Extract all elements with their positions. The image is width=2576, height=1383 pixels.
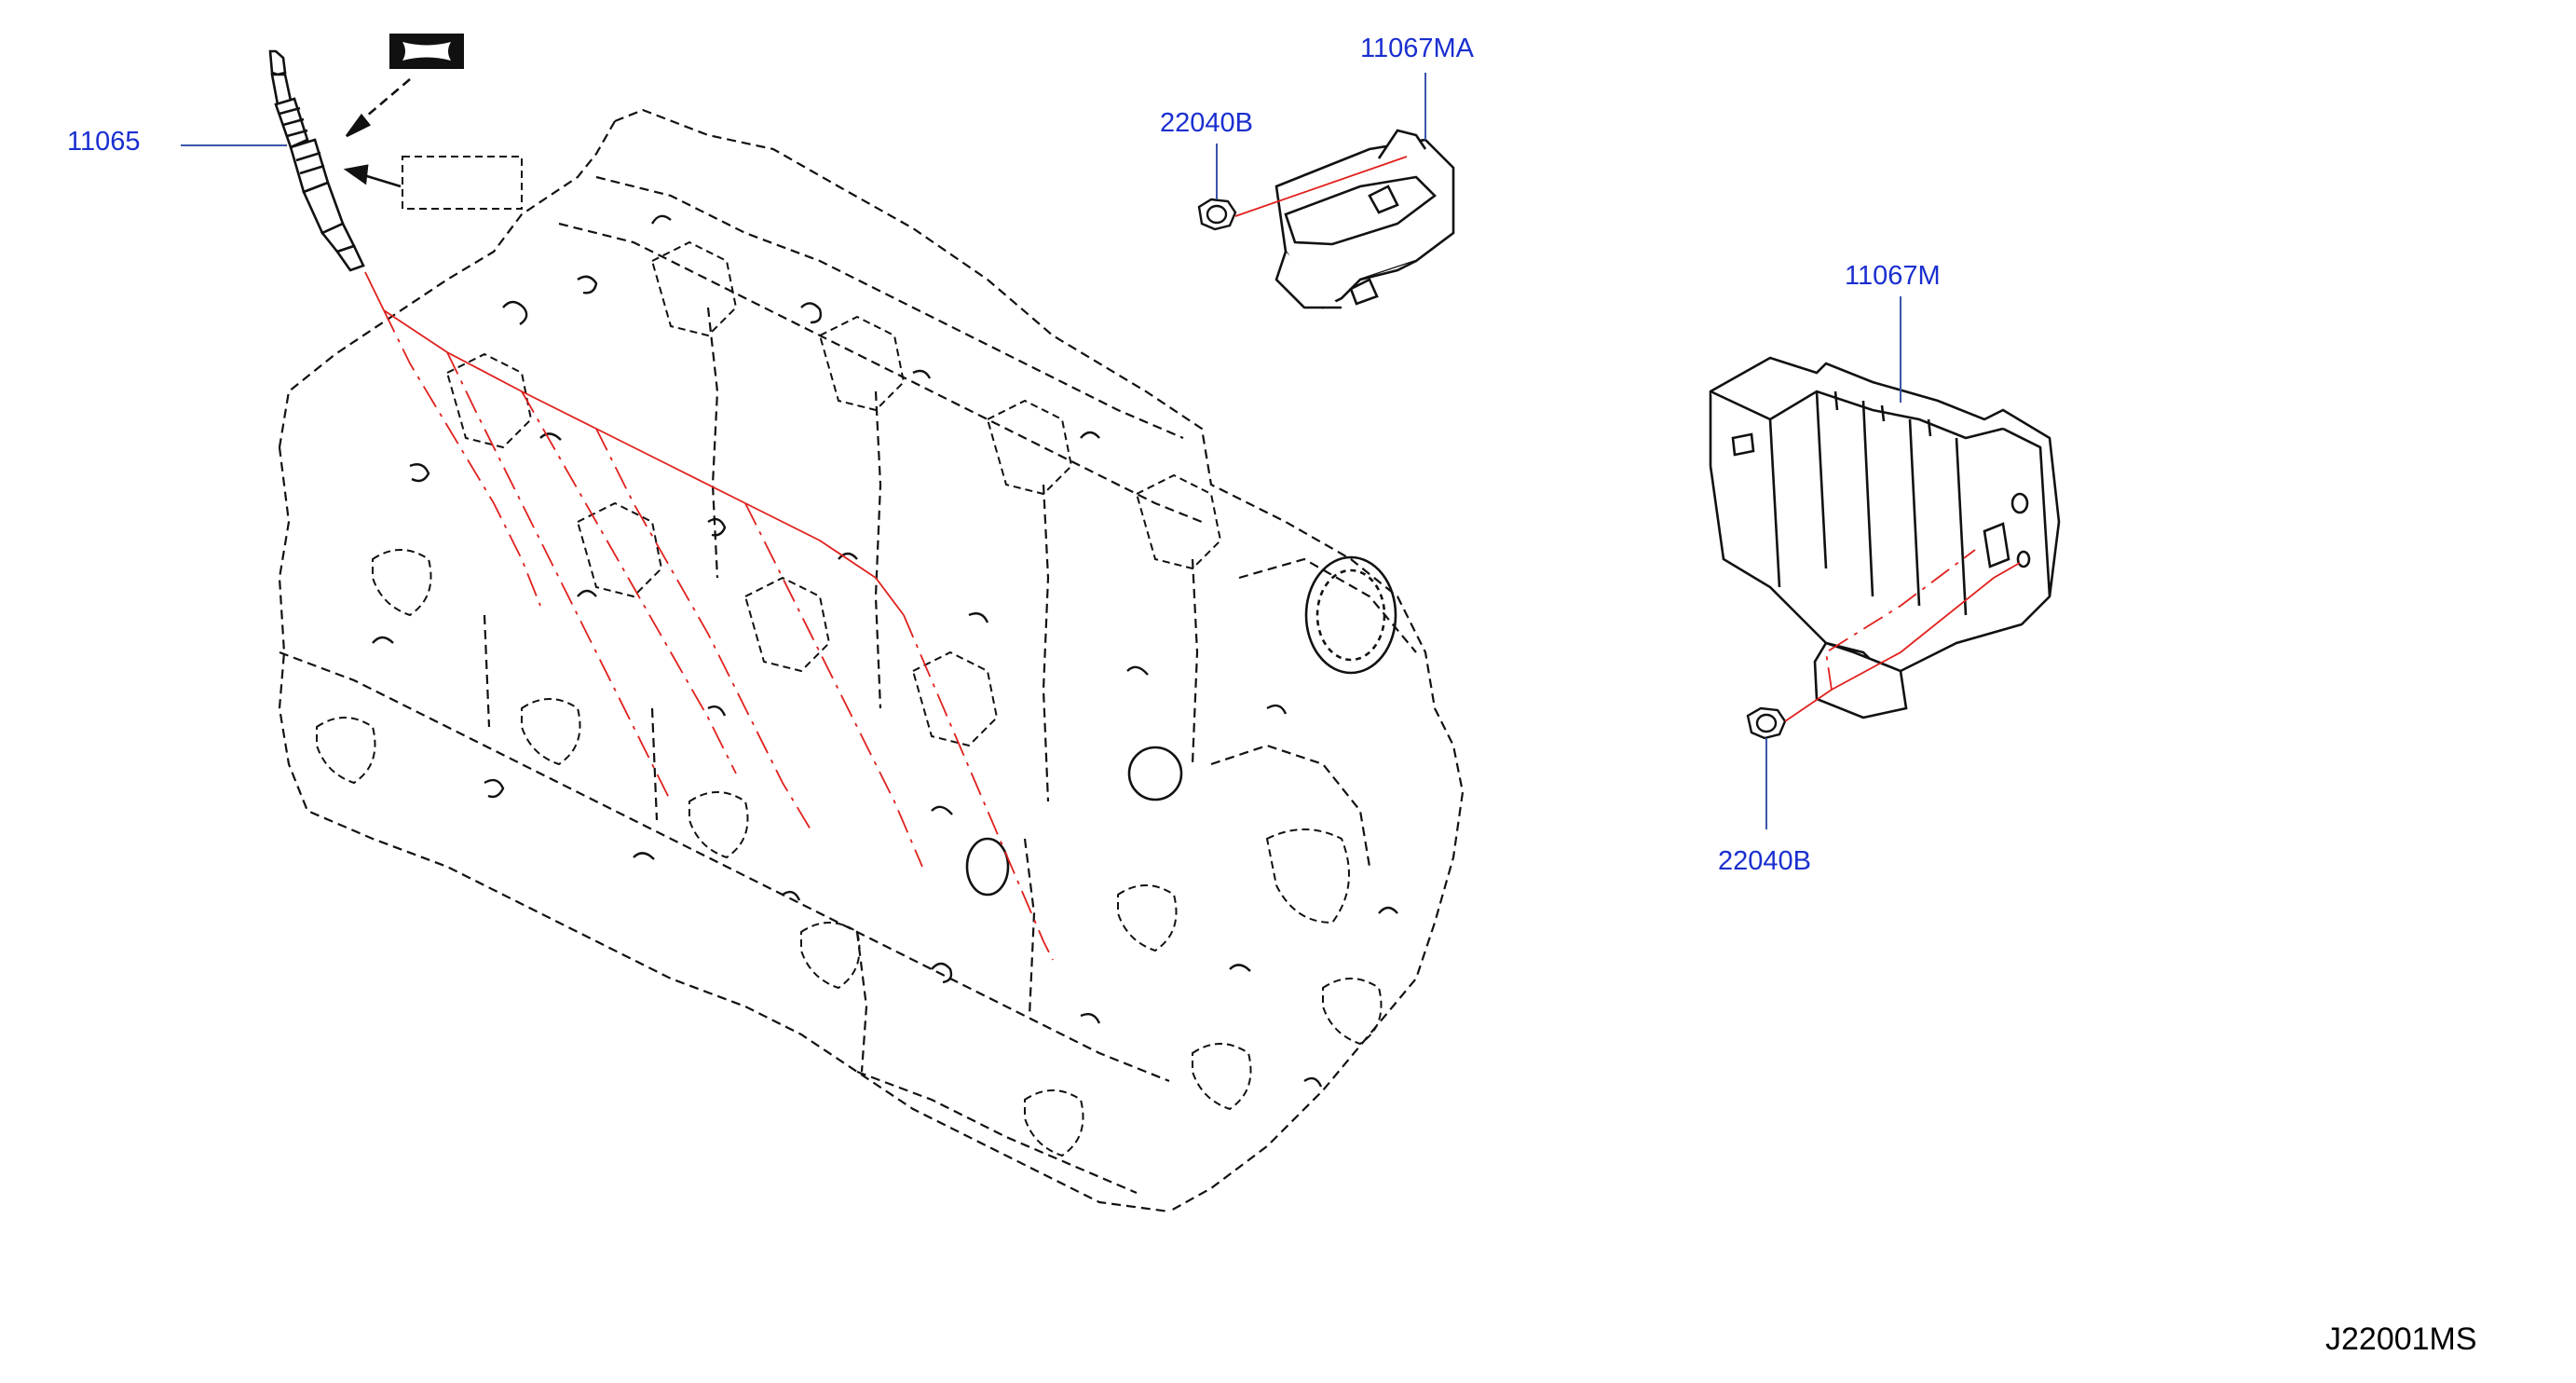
glow-controller-part[interactable] bbox=[1709, 356, 2061, 719]
note-arrow-lower bbox=[343, 164, 402, 188]
diagram-code: J22001MS bbox=[2325, 1321, 2477, 1357]
glow-plug-part[interactable] bbox=[268, 49, 365, 272]
callout-11067m[interactable]: 11067M bbox=[1845, 261, 1941, 291]
engine-block-outline bbox=[278, 108, 1465, 1213]
callout-leaders bbox=[181, 73, 1901, 829]
engine-head-detail bbox=[316, 240, 1383, 1157]
callout-11067ma[interactable]: 11067MA bbox=[1360, 34, 1474, 63]
torque-note-box bbox=[402, 156, 523, 210]
gasket-symbol bbox=[389, 34, 464, 69]
note-arrow-upper bbox=[345, 78, 411, 138]
callout-22040b-lower[interactable]: 22040B bbox=[1718, 846, 1811, 876]
nut-upper-part[interactable] bbox=[1197, 198, 1237, 231]
bracket-guide-line bbox=[1234, 156, 1408, 217]
controller-bracket-part[interactable] bbox=[1274, 129, 1455, 309]
callout-22040b-upper[interactable]: 22040B bbox=[1160, 108, 1253, 138]
nut-lower-part[interactable] bbox=[1746, 706, 1787, 740]
engine-front-gear bbox=[965, 555, 1397, 897]
glow-plug-guide-lines bbox=[364, 271, 1054, 961]
callout-11065[interactable]: 11065 bbox=[67, 127, 141, 157]
controller-guide-lines bbox=[1784, 549, 2021, 722]
engine-surface-detail bbox=[372, 214, 1398, 1088]
